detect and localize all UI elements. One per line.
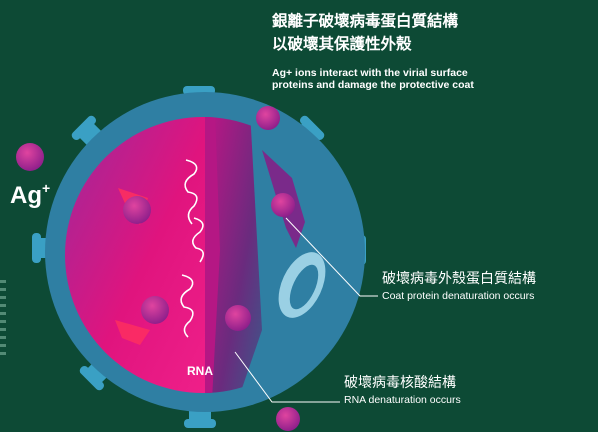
ion-outer-left bbox=[16, 143, 44, 171]
ion-outer-bottom bbox=[276, 407, 300, 431]
ion-inner-3 bbox=[225, 305, 251, 331]
title-line-2: 以破壞其保護性外殼 bbox=[272, 33, 458, 56]
title-line-1: 銀離子破壞病毒蛋白質結構 bbox=[272, 10, 458, 33]
edge-decoration bbox=[0, 280, 6, 360]
ion-shell bbox=[271, 193, 295, 217]
callout-coat-en: Coat protein denaturation occurs bbox=[382, 290, 534, 302]
ag-charge: + bbox=[42, 180, 50, 196]
rna-label: RNA bbox=[187, 364, 213, 378]
ag-label-text: Ag bbox=[10, 182, 42, 209]
subtitle-line-1: Ag+ ions interact with the virial surfac… bbox=[272, 67, 592, 79]
ion-outer-top bbox=[256, 106, 280, 130]
ag-ion-label: Ag+ bbox=[10, 180, 50, 210]
ion-inner-1 bbox=[123, 196, 151, 224]
callout-rna-en: RNA denaturation occurs bbox=[344, 394, 461, 406]
page-title: 銀離子破壞病毒蛋白質結構 以破壞其保護性外殼 bbox=[272, 10, 458, 56]
callout-coat-zh: 破壞病毒外殼蛋白質結構 bbox=[382, 268, 536, 288]
ion-inner-2 bbox=[141, 296, 169, 324]
callout-rna-zh: 破壞病毒核酸結構 bbox=[344, 372, 456, 392]
subtitle-line-2: proteins and damage the protective coat bbox=[272, 79, 592, 91]
page-subtitle: Ag+ ions interact with the virial surfac… bbox=[272, 67, 592, 91]
